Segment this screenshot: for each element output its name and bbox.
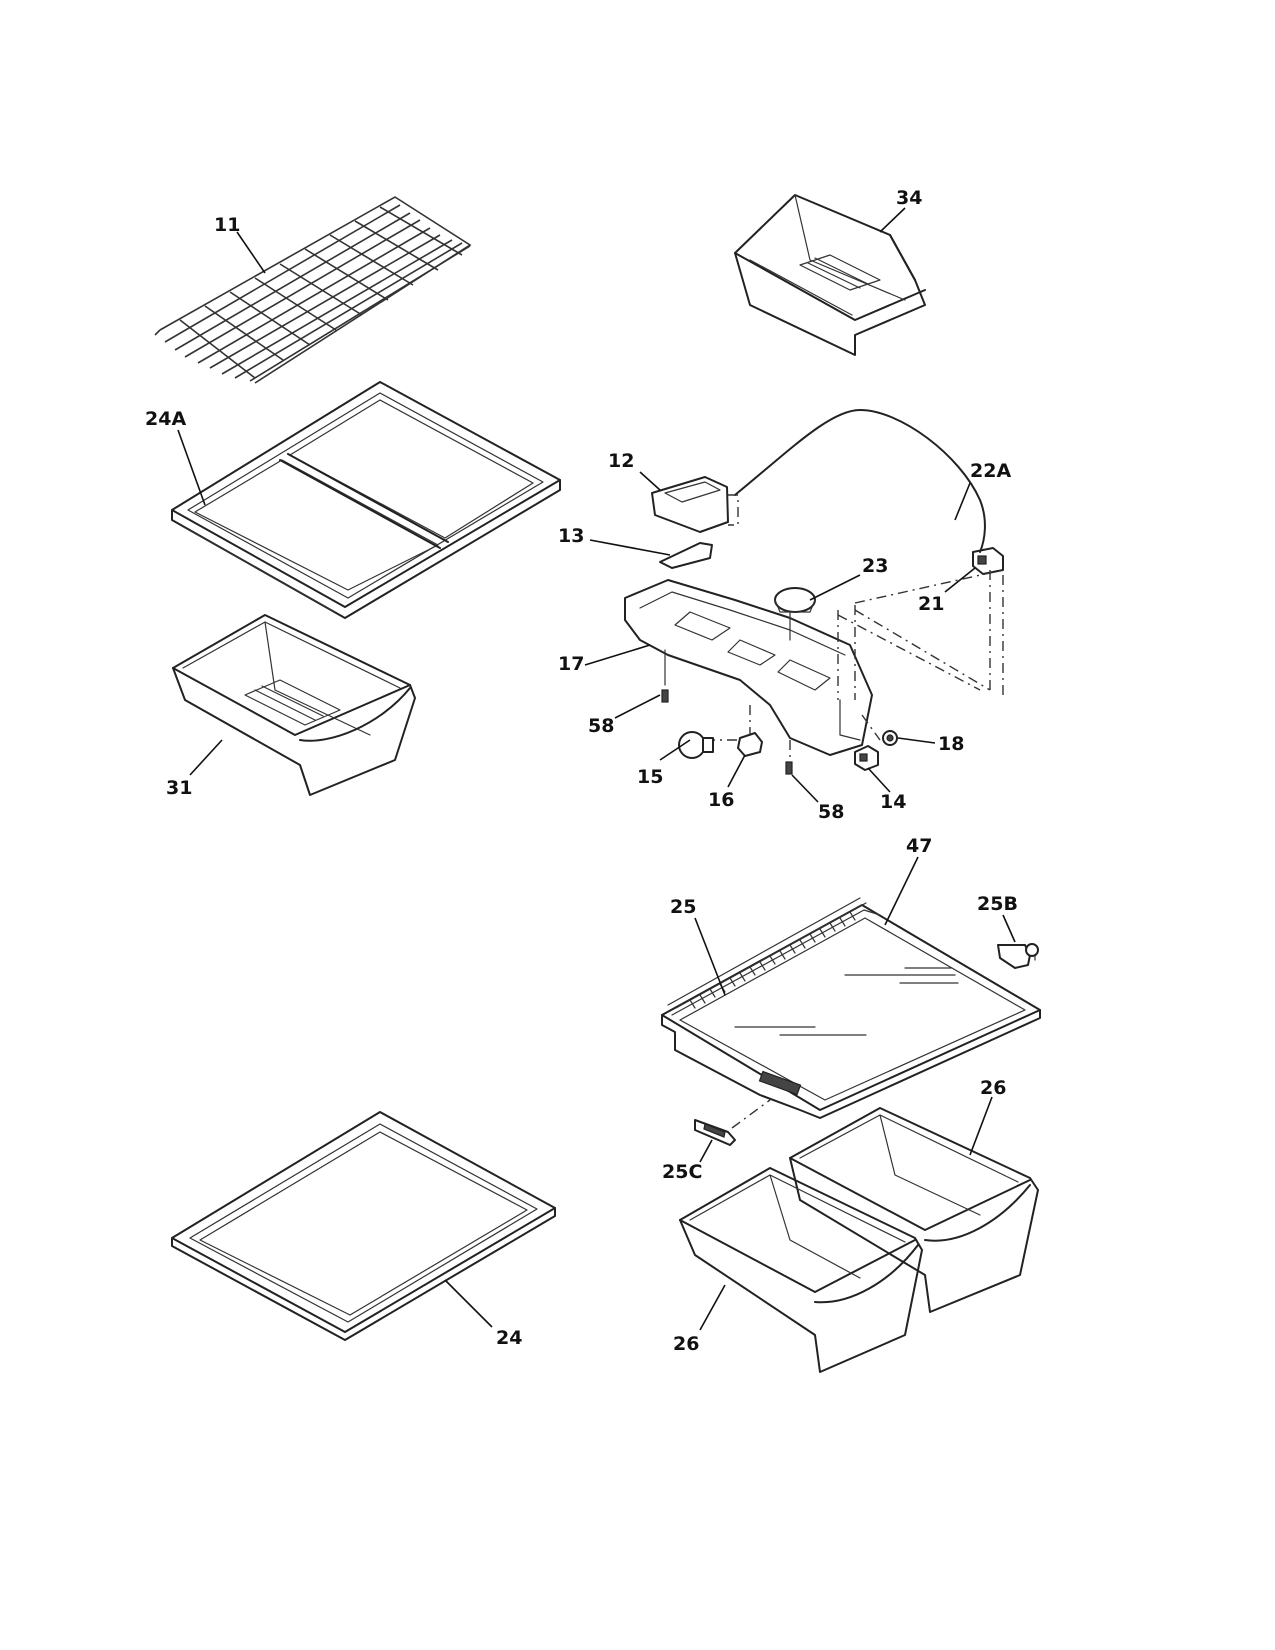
callout-31: 31 bbox=[166, 777, 192, 799]
callout-21: 21 bbox=[918, 593, 944, 615]
cover-bracket-part bbox=[694, 1119, 736, 1146]
callout-24: 24 bbox=[496, 1327, 522, 1349]
callout-24a: 24A bbox=[145, 408, 186, 430]
callout-25: 25 bbox=[670, 896, 696, 918]
callout-47: 47 bbox=[906, 835, 932, 857]
leader-25b bbox=[1002, 914, 1016, 943]
baffle-part bbox=[659, 542, 713, 569]
callout-16: 16 bbox=[708, 789, 734, 811]
callout-17: 17 bbox=[558, 653, 584, 675]
switch-part bbox=[972, 547, 1004, 575]
callout-25c: 25C bbox=[662, 1161, 702, 1183]
wire-harness-part bbox=[734, 409, 986, 553]
leader-26a bbox=[969, 1096, 993, 1156]
vegetable-drawer-front-part bbox=[679, 1167, 923, 1373]
lamp-socket-part bbox=[737, 732, 763, 757]
screw-part bbox=[661, 689, 669, 703]
callout-34: 34 bbox=[896, 187, 922, 209]
leader-11 bbox=[236, 231, 266, 274]
callout-13: 13 bbox=[558, 525, 584, 547]
leader-13 bbox=[589, 539, 671, 556]
leader-58b bbox=[791, 774, 819, 803]
leader-24 bbox=[444, 1279, 493, 1328]
leader-12 bbox=[639, 471, 661, 491]
callout-22a: 22A bbox=[970, 460, 1011, 482]
leader-17 bbox=[584, 644, 651, 666]
leader-47 bbox=[884, 856, 919, 926]
crisper-drawer-part bbox=[172, 614, 416, 796]
leader-31 bbox=[189, 739, 223, 776]
wire-shelf-part bbox=[154, 196, 472, 384]
dash-25c bbox=[731, 1099, 771, 1129]
callout-14: 14 bbox=[880, 791, 906, 813]
light-housing-assembly bbox=[624, 409, 1004, 775]
leader-15 bbox=[659, 739, 691, 761]
split-glass-shelf-part bbox=[171, 381, 561, 619]
glass-shelf-part bbox=[171, 1111, 556, 1341]
callout-58b: 58 bbox=[818, 801, 844, 823]
callout-26b: 26 bbox=[673, 1333, 699, 1355]
screw-part bbox=[785, 761, 793, 775]
cover-clip-part bbox=[997, 943, 1039, 969]
door-switch-part bbox=[854, 745, 879, 771]
leader-14 bbox=[867, 767, 891, 793]
light-bulb-part bbox=[678, 731, 714, 759]
callout-58a: 58 bbox=[588, 715, 614, 737]
crisper-cover-part bbox=[661, 897, 1041, 1119]
callout-11: 11 bbox=[214, 214, 240, 236]
vent-slots bbox=[689, 911, 856, 1009]
leader-25 bbox=[694, 917, 726, 996]
storage-bin-part bbox=[734, 194, 926, 356]
leader-22a bbox=[954, 482, 971, 521]
leader-18 bbox=[897, 737, 936, 744]
leader-25c bbox=[699, 1139, 713, 1163]
housing-cover-part bbox=[651, 476, 729, 533]
control-housing-part bbox=[624, 579, 873, 756]
leader-34 bbox=[879, 207, 906, 233]
leader-23 bbox=[809, 574, 861, 601]
grommet-part bbox=[882, 730, 898, 746]
leader-21 bbox=[944, 567, 976, 593]
vegetable-drawer-rear-part bbox=[789, 1107, 1039, 1313]
thermostat-part bbox=[774, 587, 816, 641]
leader-16 bbox=[727, 754, 746, 788]
callout-12: 12 bbox=[608, 450, 634, 472]
callout-25b: 25B bbox=[977, 893, 1018, 915]
callout-23: 23 bbox=[862, 555, 888, 577]
leader-24a bbox=[177, 429, 206, 506]
leader-58a bbox=[614, 694, 661, 719]
callout-26a: 26 bbox=[980, 1077, 1006, 1099]
callout-18: 18 bbox=[938, 733, 964, 755]
leader-26b bbox=[699, 1284, 726, 1331]
callout-15: 15 bbox=[637, 766, 663, 788]
